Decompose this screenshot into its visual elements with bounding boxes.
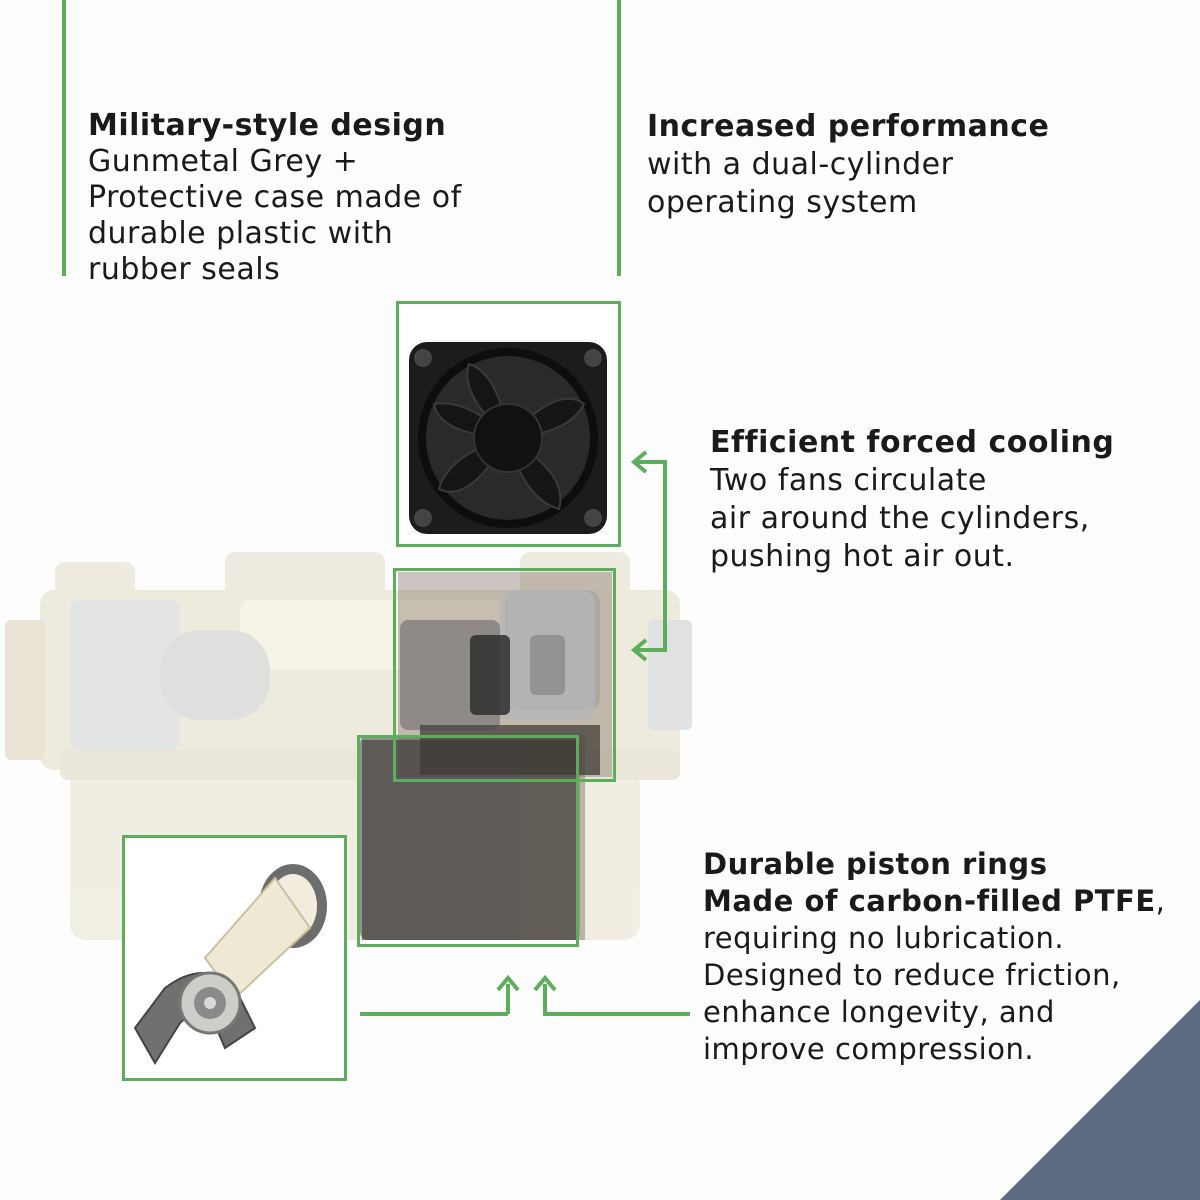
- piston-image: [133, 864, 327, 1065]
- performance-heading: Increased performance: [647, 109, 1050, 144]
- piston-line-3: enhance longevity, and: [703, 995, 1055, 1029]
- cooling-feature: Efficient forced cooling Two fans circul…: [710, 424, 1190, 576]
- motor-detail-box: [357, 735, 579, 947]
- cooling-heading: Efficient forced cooling: [710, 425, 1115, 460]
- performance-feature: Increased performance with a dual-cylind…: [647, 108, 1147, 222]
- arrow-left-icon: [630, 450, 648, 662]
- cooling-line-1: Two fans circulate: [710, 463, 987, 498]
- cooling-fan-image: [409, 342, 607, 534]
- piston-feature: Durable piston rings Made of carbon-fill…: [703, 846, 1193, 1068]
- military-line-4: rubber seals: [88, 252, 281, 287]
- frame-line-right: [617, 0, 621, 276]
- military-feature: Military-style design Gunmetal Grey + Pr…: [88, 108, 608, 288]
- cooling-line-2: air around the cylinders,: [710, 501, 1090, 536]
- fan-detail-box: [396, 301, 621, 547]
- piston-heading-1: Durable piston rings: [703, 847, 1048, 881]
- piston-line-1: requiring no lubrication.: [703, 921, 1065, 955]
- military-line-2: Protective case made of: [88, 180, 462, 215]
- corner-decoration: [1000, 1000, 1200, 1200]
- military-line-1: Gunmetal Grey +: [88, 144, 359, 179]
- frame-line-left: [62, 0, 66, 276]
- arrow-up-icon: [496, 974, 557, 992]
- performance-line-1: with a dual-cylinder: [647, 147, 954, 182]
- piston-line-4: improve compression.: [703, 1032, 1035, 1066]
- performance-line-2: operating system: [647, 185, 918, 220]
- piston-line-2: Designed to reduce friction,: [703, 958, 1121, 992]
- piston-detail-box: [122, 835, 347, 1081]
- military-heading: Military-style design: [88, 108, 447, 143]
- cylinder-detail-box: [393, 568, 616, 782]
- cooling-line-3: pushing hot air out.: [710, 539, 1015, 574]
- military-line-3: durable plastic with: [88, 216, 394, 251]
- piston-heading-2: Made of carbon-filled PTFE,: [703, 884, 1166, 918]
